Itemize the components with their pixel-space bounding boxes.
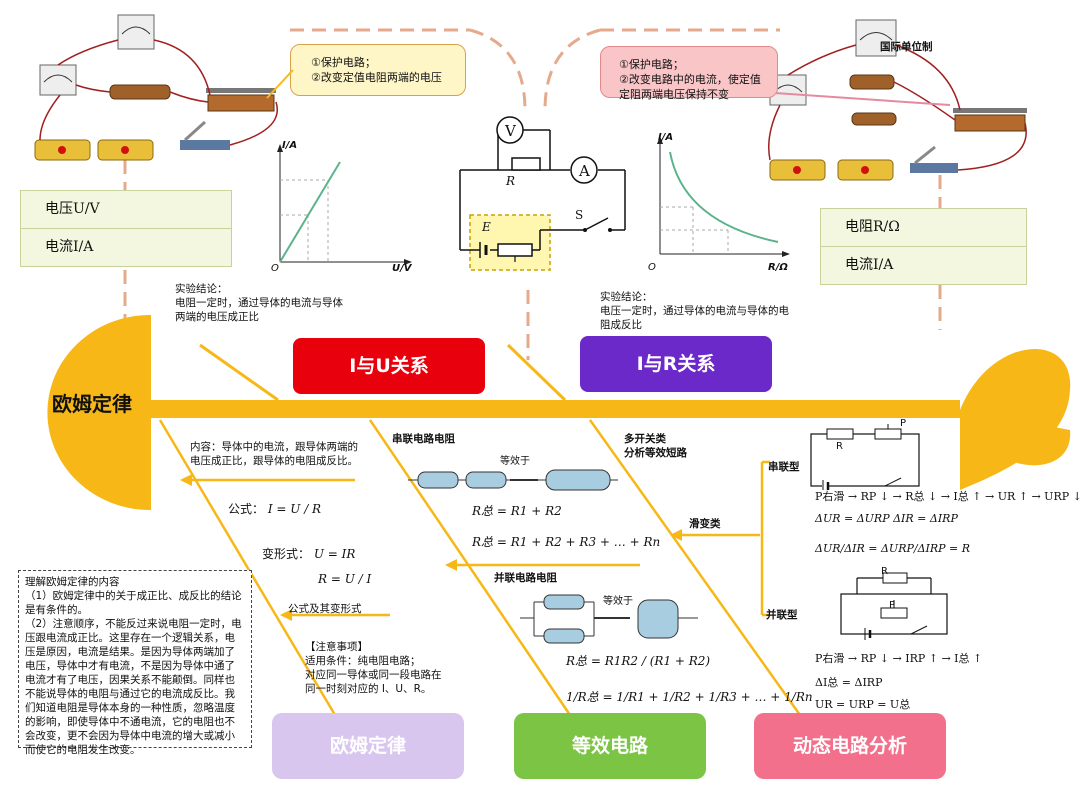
parallel-eq-2: UR = URP = U总 [815, 698, 911, 711]
conclusion-left-title: 实验结论： [175, 283, 228, 295]
callout-right: ①保护电路； ②改变电路中的电流，使定值 定阻两端电压保持不变 [600, 46, 778, 101]
callout-right-line2: ②改变电路中的电流，使定值 [619, 73, 761, 86]
voltage-current-table: 电压U/V 电流I/A [20, 190, 232, 267]
branch-tag-i-r[interactable]: I与R关系 [580, 336, 772, 392]
parallel-equal-to: 等效于 [603, 596, 633, 607]
iu-graph [277, 144, 412, 265]
callout-left-line1: ①保护电路； [311, 56, 376, 69]
ir-inverse-curve [669, 151, 779, 243]
branch-box-dynamic[interactable]: 动态电路分析 [754, 713, 946, 779]
ohm-notes: 【注意事项】 适用条件：纯电阻电路； 对应同一导体或同一段电路在 同一时刻对应的… [305, 640, 485, 696]
callout-left-line2: ②改变定值电阻两端的电压 [311, 71, 442, 84]
parallel-chain: P右滑 → RP ↓ → IRP ↑ → I总 ↑ [815, 652, 983, 665]
iu-graph-ylabel: I/A [282, 140, 298, 151]
central-topic: 欧姆定律 [52, 392, 132, 416]
ohm-variant2: R = U / I [318, 572, 372, 586]
parallel-formula-2: 1/R总 = 1/R1 + 1/R2 + 1/R3 + … + 1/Rn [566, 690, 813, 704]
series-formula-1: R总 = R1 + R2 [472, 504, 562, 518]
resistance-current-table: 电阻R/Ω 电流I/A [820, 208, 1027, 285]
series-circuit-diagram [810, 424, 920, 490]
circuit-resistor-label: R [506, 174, 516, 188]
dynamic-p-label: P [900, 418, 907, 429]
ohm-variant1: U = IR [313, 547, 356, 561]
branch-box-equivalent[interactable]: 等效电路 [514, 713, 706, 779]
circuit-voltmeter-label: V [505, 122, 516, 140]
parallel-r-label: R [881, 566, 888, 577]
rheostat-type: 滑变类 [689, 518, 721, 530]
understanding-p1: （1）欧姆定律中的关于成正比、成反比的结论是有条件的。 [25, 590, 242, 616]
ir-graph [657, 136, 790, 257]
ir-graph-ylabel: I/A [658, 132, 674, 143]
resistance-row: 电阻R/Ω [821, 209, 1026, 247]
circuit-ammeter-label: A [579, 162, 590, 180]
parallel-type: 并联型 [766, 609, 798, 621]
callout-left: ①保护电路； ②改变定值电阻两端的电压 [290, 44, 466, 96]
ohm-variant-label: 变形式： [262, 547, 311, 561]
conclusion-right-title: 实验结论： [600, 291, 653, 303]
iu-graph-origin: O [271, 263, 279, 274]
parallel-formula-1: R总 = R1R2 / (R1 + R2) [566, 654, 711, 668]
experiment-apparatus-left [34, 14, 278, 161]
parallel-eq-1: ΔI总 = ΔIRP [815, 676, 883, 689]
formula-and-variants: 公式及其变形式 [288, 603, 362, 615]
ohm-formula: 公式： I = U / R [228, 500, 321, 517]
callout-right-line1: ①保护电路； [619, 58, 684, 71]
ir-graph-xlabel: R/Ω [768, 262, 788, 273]
ohm-note-line2: 对应同一导体或同一段电路在 [305, 669, 442, 681]
iu-proportional-line [279, 161, 341, 263]
parallel-title: 并联电路电阻 [494, 572, 557, 584]
series-delta-1: ΔUR = ΔURP ΔIR = ΔIRP [815, 512, 958, 525]
series-delta-2: ΔUR/ΔIR = ΔURP/ΔIRP = R [815, 542, 971, 555]
conclusion-right-line1: 电压一定时，通过导体的电流与导体的电 [600, 305, 789, 317]
current-row: 电流I/A [45, 239, 94, 255]
ohm-formula-text: I = U / R [267, 502, 322, 516]
voltage-row: 电压U/V [21, 191, 231, 229]
branch-tag-i-u[interactable]: I与U关系 [293, 338, 485, 394]
parallel-p-label: P [889, 600, 896, 611]
current-row-right: 电流I/A [845, 257, 894, 273]
ohm-content: 内容：导体中的电流，跟导体两端的 电压成正比，跟导体的电阻成反比。 [190, 440, 390, 468]
switch-desc: 分析等效短路 [624, 447, 687, 459]
conclusion-left-line2: 两端的电压成正比 [175, 311, 259, 323]
circuit-switch-label: S [575, 208, 584, 222]
series-formula-2: R总 = R1 + R2 + R3 + … + Rn [472, 535, 661, 549]
dynamic-r-label: R [836, 441, 843, 452]
circuit-source-label: E [482, 220, 491, 234]
ohm-content-line2: 电压成正比，跟导体的电阻成反比。 [190, 455, 358, 467]
ohm-content-line1: 内容：导体中的电流，跟导体两端的 [190, 441, 358, 453]
understanding-box: 理解欧姆定律的内容 （1）欧姆定律中的关于成正比、成反比的结论是有条件的。 （2… [18, 570, 252, 756]
experiment-apparatus-right [760, 19, 1027, 181]
ohm-variant: 变形式： U = IR [262, 545, 355, 562]
ohm-formula-label: 公式： [228, 502, 265, 516]
conclusion-left-line1: 电阻一定时，通过导体的电流与导体 [175, 297, 343, 309]
ohm-note-line1: 适用条件：纯电阻电路； [305, 655, 421, 667]
si-unit-label: 国际单位制 [880, 41, 933, 53]
conclusion-right-line2: 阻成反比 [600, 319, 642, 331]
branch-box-ohm-law[interactable]: 欧姆定律 [272, 713, 464, 779]
central-circuit [459, 116, 626, 271]
parallel-circuit-diagram [840, 572, 948, 640]
parallel-resistor-drawing [520, 594, 698, 644]
understanding-p2: （2）注意顺序，不能反过来说电阻一定时，电压跟电流成正比。这里存在一个逻辑关系，… [25, 618, 242, 756]
callout-left-pointer [266, 69, 294, 99]
series-resistor-drawing [408, 469, 618, 491]
conclusion-left: 实验结论： 电阻一定时，通过导体的电流与导体 两端的电压成正比 [175, 282, 375, 324]
iu-graph-xlabel: U/V [392, 263, 412, 274]
series-type: 串联型 [768, 461, 800, 473]
series-equal-to: 等效于 [500, 456, 530, 467]
understanding-title: 理解欧姆定律的内容 [25, 576, 120, 588]
switch-type: 多开关类 [624, 433, 666, 445]
ohm-note-title: 【注意事项】 [305, 641, 368, 653]
series-chain: P右滑 → RP ↓ → R总 ↓ → I总 ↑ → UR ↑ → URP ↓ [815, 490, 1080, 503]
ohm-note-line3: 同一时刻对应的 I、U、R。 [305, 683, 432, 695]
ir-graph-origin: O [648, 262, 656, 273]
callout-right-line3: 定阻两端电压保持不变 [619, 88, 729, 101]
conclusion-right: 实验结论： 电压一定时，通过导体的电流与导体的电 阻成反比 [600, 290, 820, 332]
series-title: 串联电路电阻 [392, 433, 455, 445]
